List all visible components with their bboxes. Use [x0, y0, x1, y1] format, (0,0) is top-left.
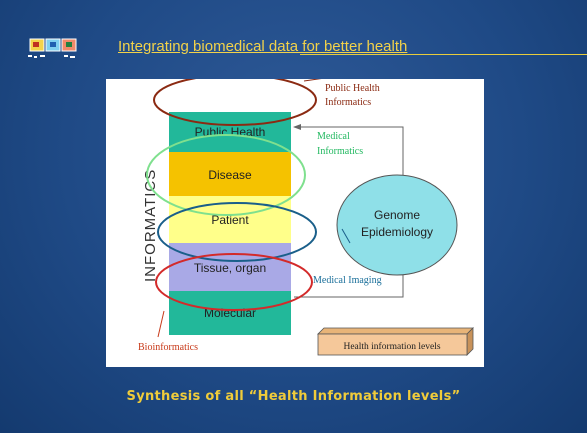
slide-caption: Synthesis of all “Health Information lev… — [126, 389, 461, 404]
connector-bottom — [294, 266, 404, 298]
tissue-ellipse — [155, 253, 313, 311]
genome-epidemiology-ellipse — [336, 174, 458, 276]
level-disease-label: Disease — [208, 168, 252, 182]
connector-top — [294, 126, 404, 186]
title-rule — [300, 54, 587, 55]
public-health-informatics-label-2: Informatics — [325, 97, 371, 108]
epidemiology-label: Epidemiology — [361, 225, 433, 239]
public-health-pointer — [303, 79, 322, 82]
slide-logo-icon — [28, 38, 77, 58]
level-molecular-box — [169, 291, 291, 335]
bioinformatics-label: Bioinformatics — [138, 342, 198, 353]
arrow-head-icon — [293, 124, 301, 130]
legend-box-top — [317, 327, 474, 335]
level-tissue-label: Tissue, organ — [194, 261, 266, 275]
public-health-informatics-ellipse — [153, 79, 317, 126]
medical-informatics-label-2: Informatics — [317, 146, 363, 157]
slide-title: Integrating biomedical data for better h… — [118, 38, 408, 55]
legend-box — [317, 333, 468, 356]
medical-imaging-label: Medical Imaging — [313, 275, 382, 286]
level-tissue-box — [169, 243, 291, 291]
level-patient-label: Patient — [211, 213, 249, 227]
patient-pointer — [341, 228, 351, 244]
genome-label: Genome — [374, 208, 420, 222]
medical-informatics-ellipse — [146, 134, 306, 216]
level-disease-box — [169, 152, 291, 196]
health-levels-diagram: Public Health Disease Patient Tissue, or… — [106, 79, 484, 367]
bioinformatics-pointer — [157, 310, 165, 338]
public-health-informatics-label-1: Public Health — [325, 83, 380, 94]
informatics-vertical-label: INFORMATICS — [142, 169, 159, 282]
level-public-health-box — [169, 112, 291, 152]
legend-box-label: Health information levels — [343, 341, 440, 352]
medical-informatics-label-1: Medical — [317, 131, 350, 142]
patient-ellipse — [157, 202, 317, 262]
